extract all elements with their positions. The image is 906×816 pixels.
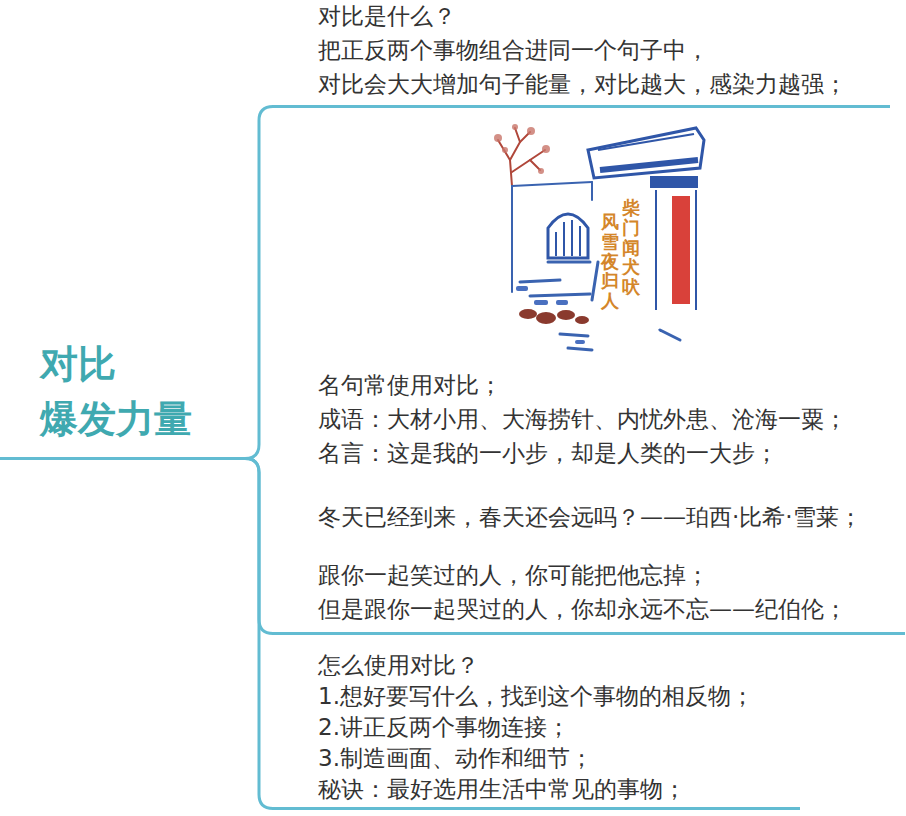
branch-connector xyxy=(245,459,278,634)
poem-column: 柴门闻犬吠 xyxy=(622,198,640,297)
branch-text: 名言：这是我的一小步，却是人类的一大步； xyxy=(318,436,905,470)
poem-column: 风雪夜归人 xyxy=(601,212,619,311)
branch-text: 把正反两个事物组合进同一个句子中， xyxy=(318,33,890,67)
branch-heading: 怎么使用对比？ xyxy=(318,650,800,681)
branch-text: 但是跟你一起哭过的人，你却永远不忘——纪伯伦； xyxy=(318,592,905,626)
topic-title: 对比 爆发力量 xyxy=(40,337,245,447)
branch-topic: 怎么使用对比？1.想好要写什么，找到这个事物的相反物；2.讲正反两个事物连接；3… xyxy=(285,650,800,810)
branch-text: 2.讲正反两个事物连接； xyxy=(318,712,800,743)
branch-text: 1.想好要写什么，找到这个事物的相反物； xyxy=(318,681,800,712)
branch-heading: 名句常使用对比； xyxy=(318,368,905,402)
branch-text: 对比会大大增加句子能量，对比越大，感染力越强； xyxy=(318,67,890,101)
branch-topic: 名句常使用对比；成语：大材小用、大海捞针、内忧外患、沧海一粟；名言：这是我的一小… xyxy=(278,368,905,635)
branch-text: 3.制造画面、动作和细节； xyxy=(318,743,800,774)
branch-text: 秘诀：最好选用生活中常见的事物； xyxy=(318,774,800,805)
branch-heading: 对比是什么？ xyxy=(318,0,890,33)
central-topic: 对比 爆发力量 xyxy=(0,337,245,460)
branch-text: 冬天已经到来，春天还会远吗？——珀西·比希·雪莱； xyxy=(318,500,905,534)
branch-text: 成语：大材小用、大海捞针、内忧外患、沧海一粟； xyxy=(318,402,905,436)
branch-connector xyxy=(245,107,282,459)
branch-text: 跟你一起笑过的人，你可能把他忘掉； xyxy=(318,558,905,592)
branch-topic: 对比是什么？把正反两个事物组合进同一个句子中，对比会大大增加句子能量，对比越大，… xyxy=(282,0,890,108)
